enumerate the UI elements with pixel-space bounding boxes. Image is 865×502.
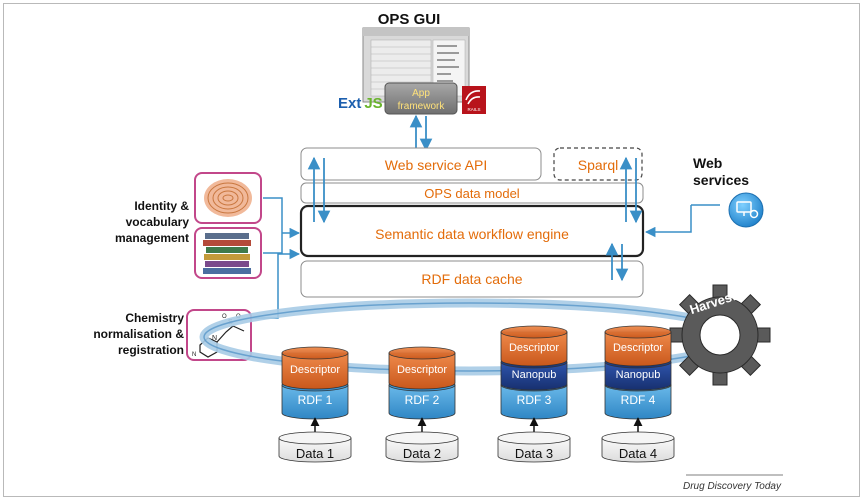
rdf-label: RDF 2 (405, 393, 440, 407)
descriptor-label: Descriptor (613, 342, 663, 354)
credit-label: Drug Discovery Today (683, 481, 782, 492)
app-framework-box: App framework (384, 82, 458, 115)
nanopub-label: Nanopub (616, 369, 661, 381)
diagram-title: OPS GUI (378, 11, 441, 28)
identity-line2: vocabulary (126, 215, 190, 229)
data-label: Data 1 (296, 446, 334, 461)
web-services-line1: Web (693, 155, 722, 171)
app-framework-line2: framework (398, 101, 446, 112)
data-source: Data 1 (278, 431, 352, 463)
rdf-label: RDF 4 (621, 393, 656, 407)
gear-icon (669, 284, 771, 386)
web-services-label: Web services (693, 155, 749, 188)
rdf-cache-label: RDF data cache (421, 271, 522, 287)
semantic-engine-layer: Semantic data workflow engine (299, 204, 645, 258)
extjs-js: JS (364, 95, 382, 112)
rdf-cache-layer: RDF data cache (300, 260, 644, 298)
rdf-label: RDF 3 (517, 393, 552, 407)
sparql-layer: Sparql (553, 147, 643, 181)
chemistry-line3: registration (118, 343, 184, 357)
sparql-label: Sparql (578, 157, 618, 173)
descriptor-cylinder (500, 325, 568, 367)
data-source: Data 4 (601, 431, 675, 463)
descriptor-label: Descriptor (397, 364, 447, 376)
extjs-ext: Ext (338, 95, 361, 112)
identity-line3: management (115, 231, 189, 245)
chemistry-label: Chemistry normalisation & registration (93, 311, 184, 357)
data-source: Data 2 (385, 431, 459, 463)
app-framework-line1: App (412, 88, 430, 99)
identity-line1: Identity & (134, 199, 189, 213)
web-service-api-label: Web service API (385, 157, 487, 173)
descriptor-label: Descriptor (509, 342, 559, 354)
descriptor-cylinder (281, 346, 349, 390)
svg-text:N: N (192, 352, 196, 358)
chemistry-line1: Chemistry (125, 311, 184, 325)
nanopub-label: Nanopub (512, 369, 557, 381)
data-label: Data 2 (403, 446, 441, 461)
descriptor-label: Descriptor (290, 364, 340, 376)
fingerprint-icon (194, 172, 262, 224)
svg-text:N: N (212, 335, 217, 342)
ops-data-model-label: OPS data model (424, 186, 519, 201)
descriptor-cylinder (604, 325, 672, 367)
data-label: Data 4 (619, 446, 657, 461)
rails-badge-text: RAILS (467, 107, 480, 112)
identity-label: Identity & vocabulary management (115, 199, 189, 245)
data-label: Data 3 (515, 446, 553, 461)
chemistry-line2: normalisation & (93, 327, 184, 341)
rails-logo: RAILS (462, 86, 486, 114)
web-services-line2: services (693, 172, 749, 188)
svg-text:O: O (222, 314, 227, 320)
cloud-gear-icon (728, 192, 764, 228)
figure-frame (3, 3, 860, 497)
books-icon (194, 227, 262, 279)
data-source: Data 3 (497, 431, 571, 463)
descriptor-cylinder (388, 346, 456, 390)
web-service-api-layer: Web service API (300, 147, 542, 181)
rdf-label: RDF 1 (298, 393, 333, 407)
semantic-engine-label: Semantic data workflow engine (375, 226, 569, 242)
ops-data-model-layer: OPS data model (300, 182, 644, 204)
